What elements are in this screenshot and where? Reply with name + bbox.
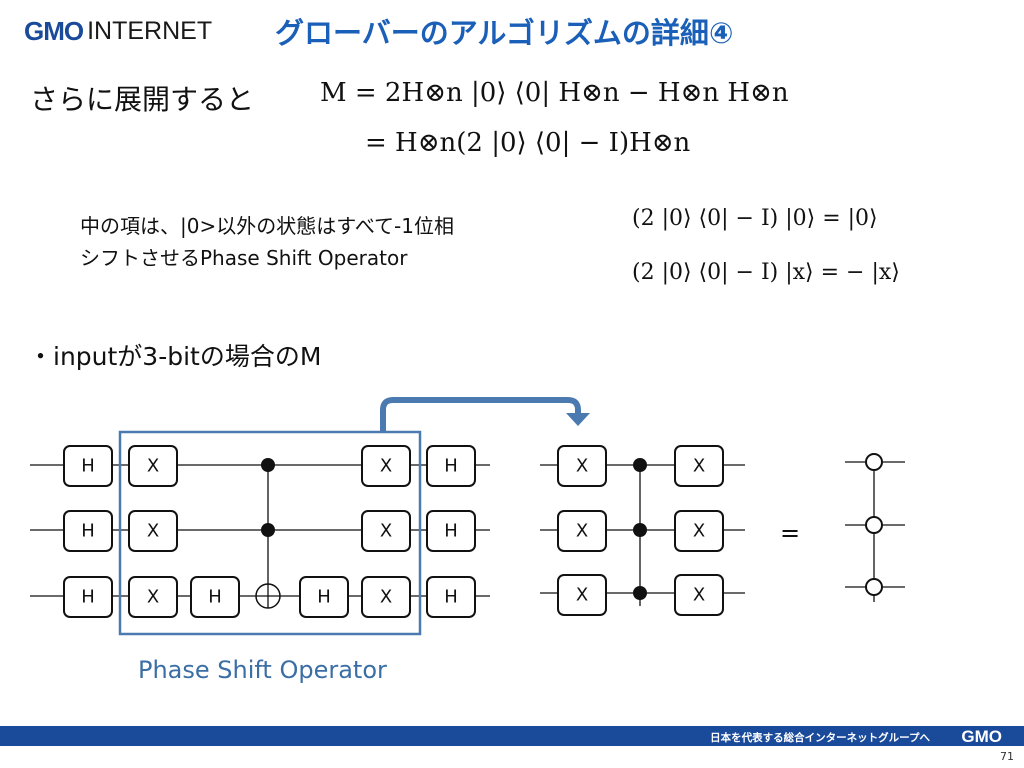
svg-text:H: H — [444, 521, 458, 542]
gate-x: X — [557, 574, 607, 616]
open-control-gate — [845, 453, 905, 602]
expand-arrow — [380, 397, 581, 432]
gate-h: H — [426, 576, 476, 618]
control-dot — [633, 523, 647, 537]
gate-x: X — [674, 510, 724, 552]
gate-x: X — [557, 445, 607, 487]
logo-gmo: GMO — [24, 15, 84, 46]
arrow-head-icon — [566, 413, 590, 426]
svg-text:X: X — [147, 587, 159, 608]
svg-text:H: H — [81, 521, 95, 542]
footer-bar — [0, 726, 1024, 746]
gate-x: X — [674, 574, 724, 616]
gate-h: H — [63, 576, 113, 618]
footer-tagline: 日本を代表する総合インターネットグループへ — [710, 732, 930, 744]
svg-text:H: H — [317, 587, 331, 608]
gate-h: H — [426, 510, 476, 552]
open-control — [865, 516, 883, 534]
svg-text:H: H — [444, 456, 458, 477]
svg-text:X: X — [380, 456, 392, 477]
intro-text: さらに展開すると — [30, 83, 255, 116]
gate-h: H — [426, 445, 476, 487]
svg-text:H: H — [444, 587, 458, 608]
equation-side-1: (2 |0⟩ ⟨0| − I) |0⟩ = |0⟩ — [632, 206, 878, 231]
description: 中の項は、|0>以外の状態はすべて-1位相 シフトさせるPhase Shift … — [80, 210, 454, 274]
svg-text:X: X — [380, 521, 392, 542]
svg-text:X: X — [147, 456, 159, 477]
footer-logo: GMO — [961, 727, 1002, 746]
company-logo: GMO INTERNET — [24, 16, 212, 46]
phase-shift-box — [118, 430, 422, 636]
svg-text:X: X — [693, 585, 705, 606]
svg-text:X: X — [576, 585, 588, 606]
svg-text:X: X — [693, 521, 705, 542]
gate-x: X — [128, 576, 178, 618]
gate-x: X — [361, 510, 411, 552]
svg-text:X: X — [693, 456, 705, 477]
description-line-2: シフトさせるPhase Shift Operator — [80, 246, 408, 270]
ccz-gate — [633, 458, 647, 606]
gate-x: X — [674, 445, 724, 487]
phase-shift-caption: Phase Shift Operator — [138, 656, 387, 684]
svg-text:X: X — [380, 587, 392, 608]
equals-sign: = — [780, 519, 800, 547]
bullet-point: ・inputが3-bitの場合のM — [28, 342, 322, 371]
open-control — [865, 453, 883, 471]
svg-text:X: X — [147, 521, 159, 542]
control-dot — [633, 586, 647, 600]
svg-text:H: H — [81, 456, 95, 477]
gate-h: H — [63, 510, 113, 552]
control-dot — [633, 458, 647, 472]
gate-x: X — [361, 576, 411, 618]
logo-internet: INTERNET — [87, 16, 213, 45]
equation-line-1: M = 2H⊗n |0⟩ ⟨0| H⊗n − H⊗n H⊗n — [320, 78, 789, 108]
svg-text:X: X — [576, 456, 588, 477]
gate-h: H — [190, 576, 240, 618]
svg-text:H: H — [208, 587, 222, 608]
open-control — [865, 578, 883, 596]
equation-line-2: = H⊗n(2 |0⟩ ⟨0| − I)H⊗n — [365, 128, 691, 158]
description-line-1: 中の項は、|0>以外の状態はすべて-1位相 — [80, 214, 454, 238]
equation-side-2: (2 |0⟩ ⟨0| − I) |x⟩ = − |x⟩ — [632, 260, 900, 285]
svg-text:X: X — [576, 521, 588, 542]
slide-title: グローバーのアルゴリズムの詳細④ — [275, 16, 734, 50]
circuit-diagram: H H H X X X H H X X X H H H X X X — [30, 397, 905, 636]
control-dot — [261, 523, 275, 537]
gate-x: X — [557, 510, 607, 552]
gate-h: H — [63, 445, 113, 487]
gate-h: H — [299, 576, 349, 618]
page-number: 71 — [1000, 750, 1014, 763]
gate-x: X — [128, 445, 178, 487]
gate-x: X — [361, 445, 411, 487]
gate-x: X — [128, 510, 178, 552]
svg-text:H: H — [81, 587, 95, 608]
control-dot — [261, 458, 275, 472]
toffoli-gate — [255, 458, 281, 609]
